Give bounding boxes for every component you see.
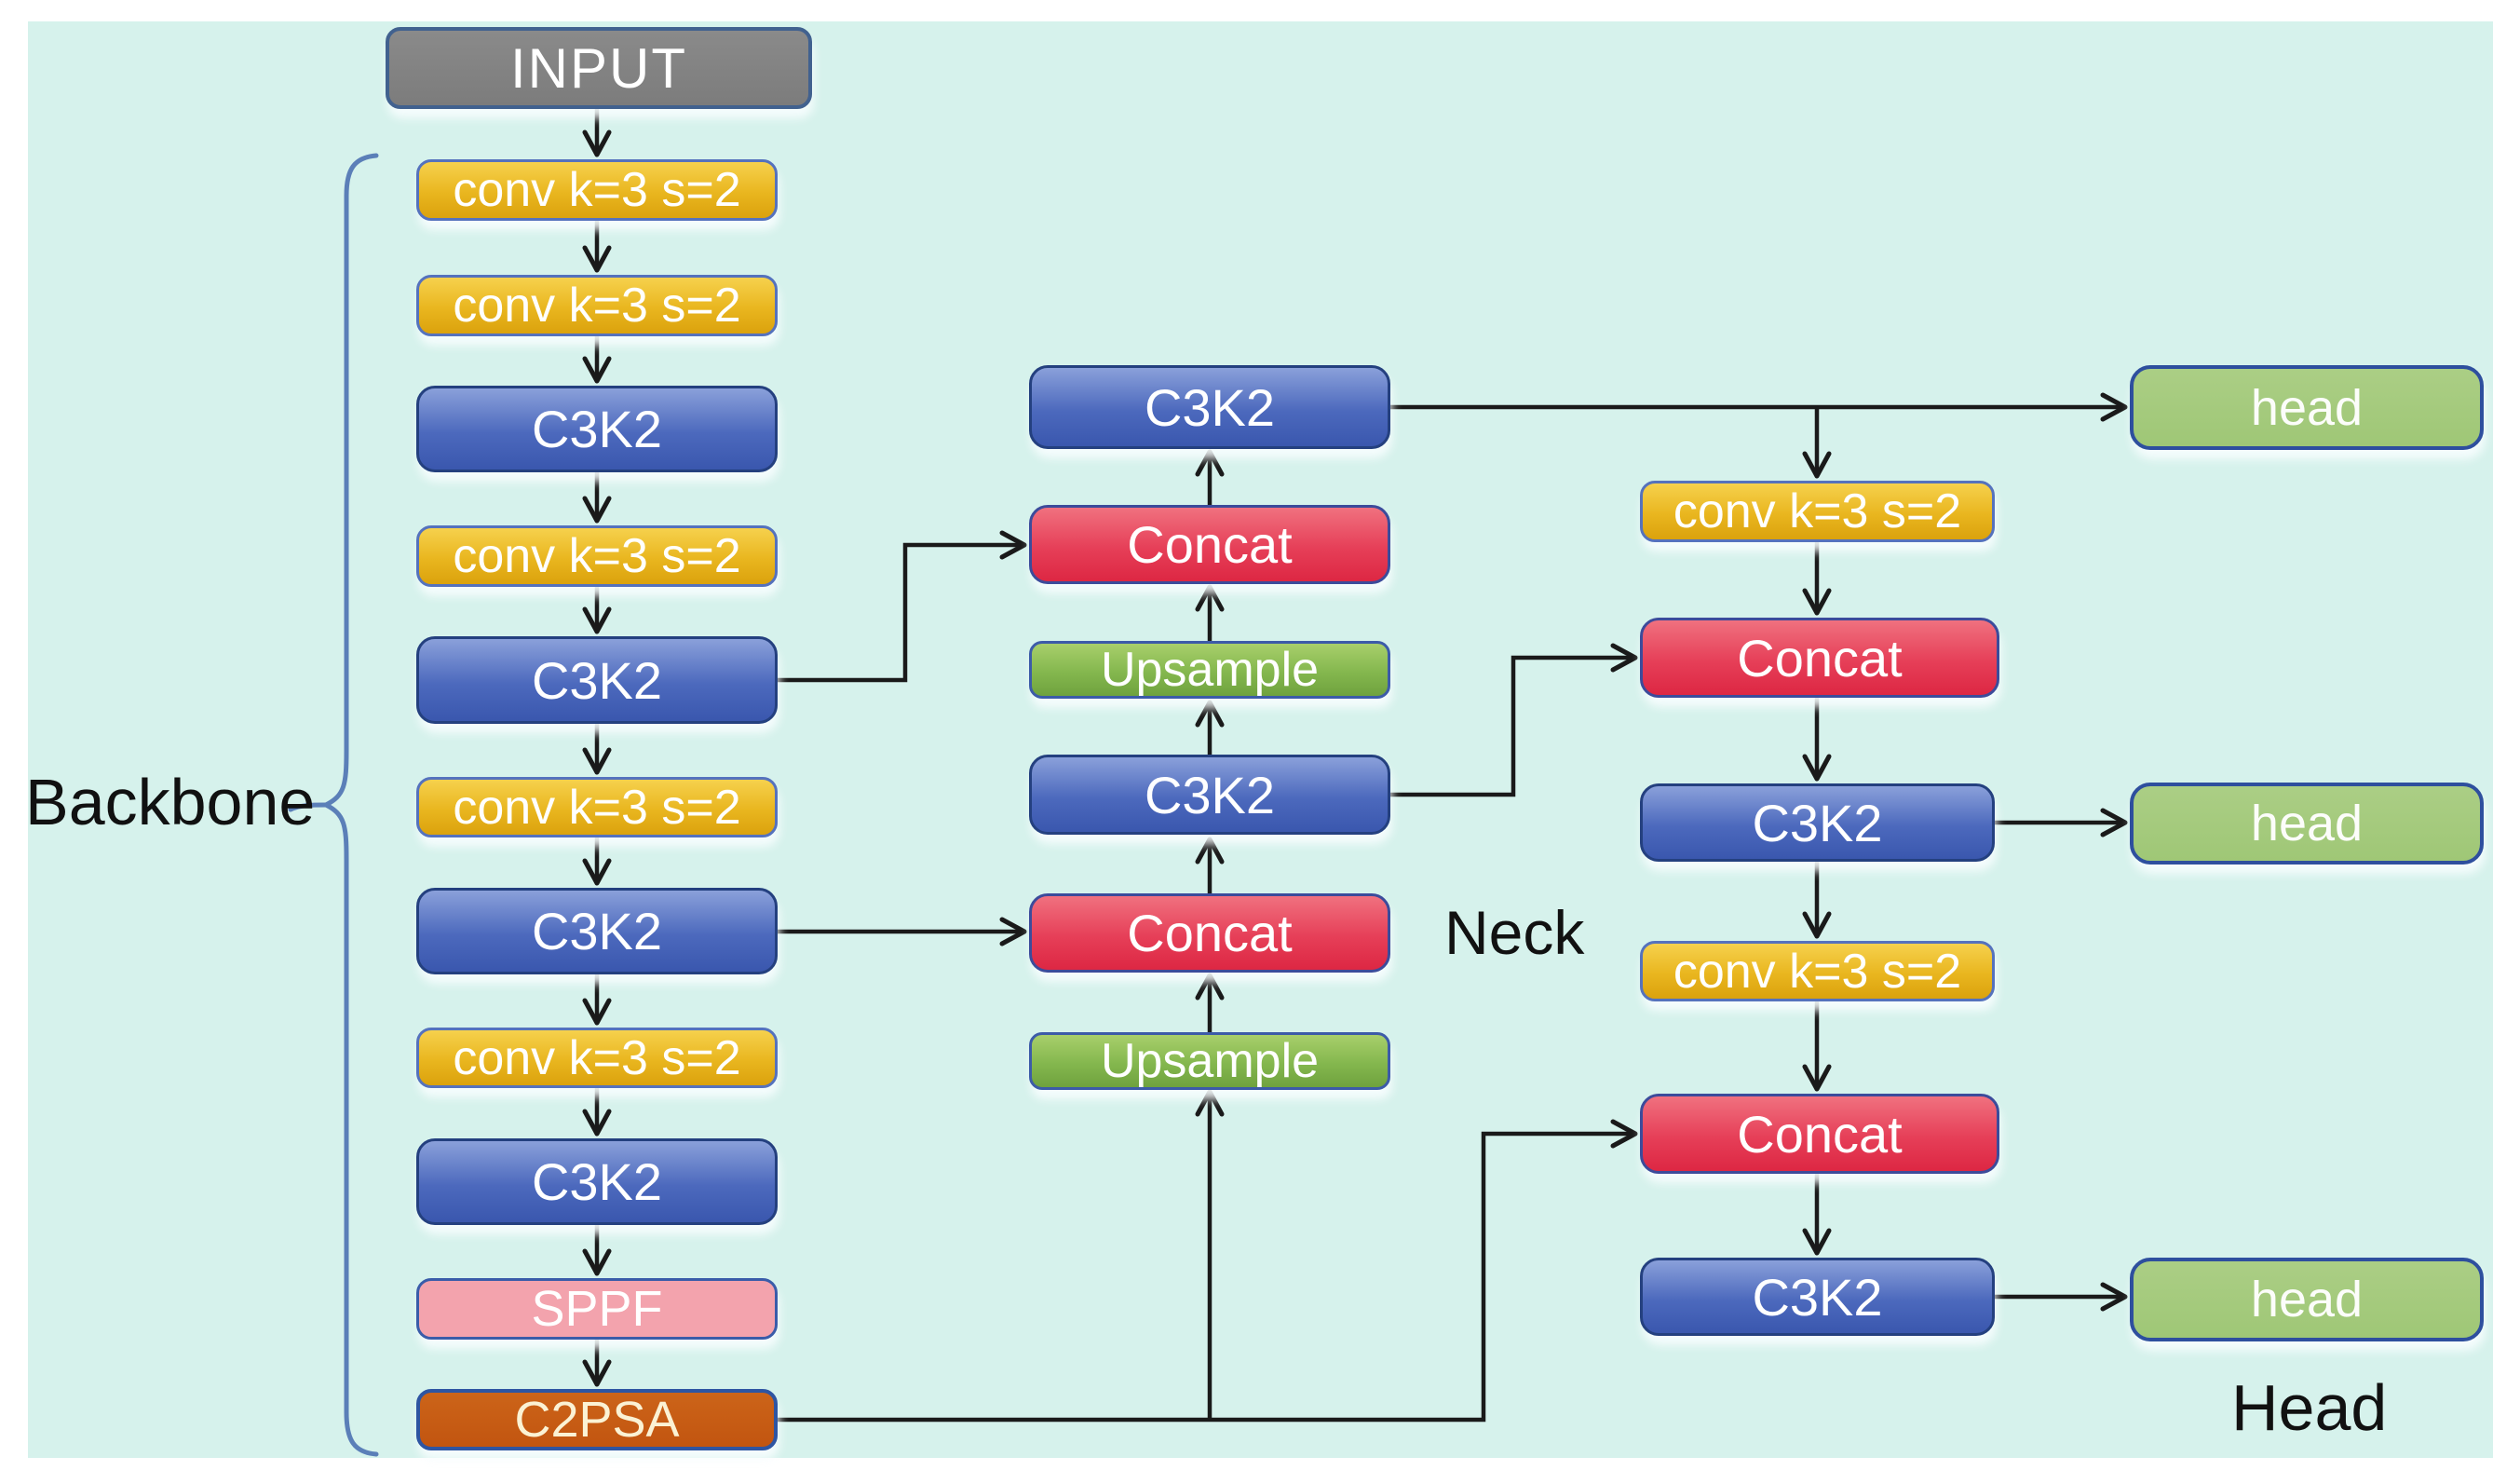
node-bc3k2b: C3K2 bbox=[416, 636, 778, 724]
node-mconcat1: Concat bbox=[1029, 505, 1390, 584]
node-bconv3: conv k=3 s=2 bbox=[416, 525, 778, 587]
backbone-label-connector bbox=[288, 802, 329, 812]
node-rc3k2b: C3K2 bbox=[1640, 1258, 1995, 1336]
node-mconcat2: Concat bbox=[1029, 893, 1390, 973]
edge-c2psa-rconcat2 bbox=[778, 1119, 1638, 1423]
node-rconv1: conv k=3 s=2 bbox=[1640, 481, 1995, 542]
node-mup2: Upsample bbox=[1029, 1032, 1390, 1090]
backbone-brace bbox=[320, 153, 379, 1457]
backbone-label: Backbone bbox=[25, 766, 316, 838]
node-head3: head bbox=[2130, 1258, 2484, 1341]
node-head2: head bbox=[2130, 783, 2484, 865]
node-rconcat2: Concat bbox=[1640, 1094, 1999, 1174]
node-bconv2: conv k=3 s=2 bbox=[416, 275, 778, 336]
node-rconcat1: Concat bbox=[1640, 618, 1999, 698]
node-mup1: Upsample bbox=[1029, 641, 1390, 699]
node-input: INPUT bbox=[386, 27, 812, 109]
node-mc3k2a: C3K2 bbox=[1029, 365, 1390, 449]
node-bconv5: conv k=3 s=2 bbox=[416, 1028, 778, 1088]
head-label: Head bbox=[2231, 1371, 2388, 1444]
node-mc3k2b: C3K2 bbox=[1029, 755, 1390, 835]
edge-mc3k2b-rconcat1 bbox=[1390, 643, 1638, 797]
node-bconv1: conv k=3 s=2 bbox=[416, 159, 778, 221]
node-bc3k2c: C3K2 bbox=[416, 888, 778, 974]
node-sppf: SPPF bbox=[416, 1278, 778, 1340]
node-rconv2: conv k=3 s=2 bbox=[1640, 941, 1995, 1001]
node-bc3k2d: C3K2 bbox=[416, 1138, 778, 1225]
node-head1: head bbox=[2130, 365, 2484, 450]
node-bconv4: conv k=3 s=2 bbox=[416, 777, 778, 837]
node-rc3k2a: C3K2 bbox=[1640, 783, 1995, 862]
node-c2psa: C2PSA bbox=[416, 1389, 778, 1450]
edge-bc3k2b-mconcat1 bbox=[778, 530, 1027, 683]
neck-label: Neck bbox=[1444, 898, 1585, 967]
node-bc3k2a: C3K2 bbox=[416, 386, 778, 472]
